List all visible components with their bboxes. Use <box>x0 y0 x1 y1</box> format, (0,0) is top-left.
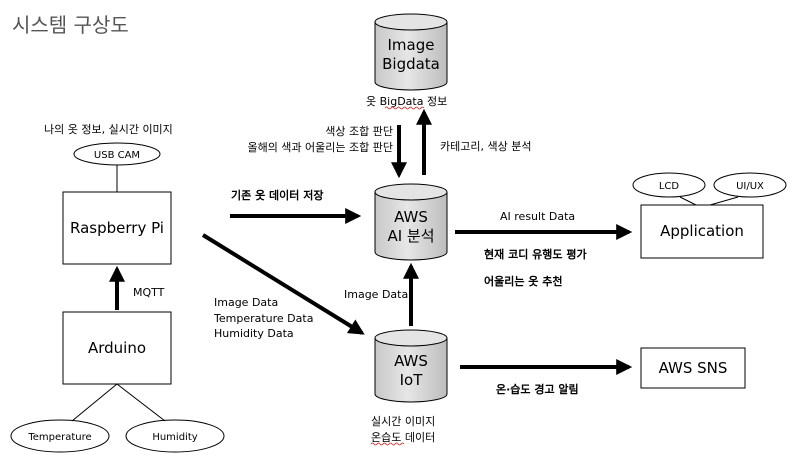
iot-caption-line1: 실시간 이미지 <box>371 415 435 428</box>
usb-cam-label: USB CAM <box>94 150 140 161</box>
aws-sns-label: AWS SNS <box>659 359 728 377</box>
sensor-data-line2: Temperature Data <box>213 312 313 325</box>
alarm-label: 온·습도 경고 알림 <box>496 382 579 396</box>
ai-result-label: AI result Data <box>500 210 575 223</box>
sensor-data-line3: Humidity Data <box>214 327 294 340</box>
color-combo-line1: 색상 조합 판단 <box>325 125 393 138</box>
application-label: Application <box>660 222 744 240</box>
arduino-temperature-link <box>71 383 118 422</box>
image-bigdata-line2: Bigdata <box>382 55 440 73</box>
arduino-box <box>62 311 172 385</box>
color-combo-line2: 올해의 색과 어울리는 조합 판단 <box>247 140 393 154</box>
aws-sns-box <box>640 347 746 389</box>
temperature-ellipse <box>10 419 110 453</box>
aws-iot-line2: IoT <box>400 371 424 389</box>
iot-spellcheck-underline <box>370 442 405 446</box>
uiux-link <box>709 196 739 206</box>
rpi-caption: 나의 옷 정보, 실시간 이미지 <box>44 123 173 136</box>
arduino-humidity-link <box>116 383 166 422</box>
uiux-label: UI/UX <box>736 181 764 192</box>
rpi-to-iot-arrow <box>201 233 365 335</box>
humidity-ellipse <box>125 419 225 453</box>
sensor-data-line1: Image Data <box>214 296 278 309</box>
humidity-label: Humidity <box>152 432 197 443</box>
current-trend-label: 현재 코디 유행도 평가 <box>484 247 587 261</box>
aws-iot-cylinder: AWS IoT <box>374 329 448 403</box>
lcd-ellipse <box>632 172 706 198</box>
uiux-ellipse <box>713 172 787 198</box>
iot-caption-line2: 온습도 데이터 <box>371 431 435 444</box>
category-label: 카테고리, 색상 분석 <box>440 140 531 153</box>
image-data-label: Image Data <box>344 288 408 301</box>
aws-ai-line1: AWS <box>394 208 428 226</box>
temperature-label: Temperature <box>27 432 91 443</box>
recommend-label: 어울리는 옷 추천 <box>484 274 563 288</box>
arduino-label: Arduino <box>88 339 146 357</box>
image-bigdata-cylinder: Image Bigdata <box>374 13 448 91</box>
aws-ai-cylinder: AWS AI 분석 <box>374 183 448 261</box>
lcd-label: LCD <box>659 181 680 192</box>
diagram-title: 시스템 구상도 <box>12 13 129 37</box>
aws-iot-line1: AWS <box>394 352 428 370</box>
raspberry-pi-label: Raspberry Pi <box>70 219 164 237</box>
image-bigdata-line1: Image <box>388 36 435 54</box>
lcd-link <box>679 196 697 206</box>
bigdata-spellcheck-underline <box>384 106 425 110</box>
raspberry-pi-box <box>62 191 172 265</box>
existing-data-label: 기존 옷 데이터 저장 <box>231 188 323 202</box>
aws-ai-line2: AI 분석 <box>387 227 434 245</box>
bigdata-caption: 옷 BigData 정보 <box>366 95 447 108</box>
application-box <box>640 204 764 259</box>
mqtt-label: MQTT <box>133 286 165 299</box>
